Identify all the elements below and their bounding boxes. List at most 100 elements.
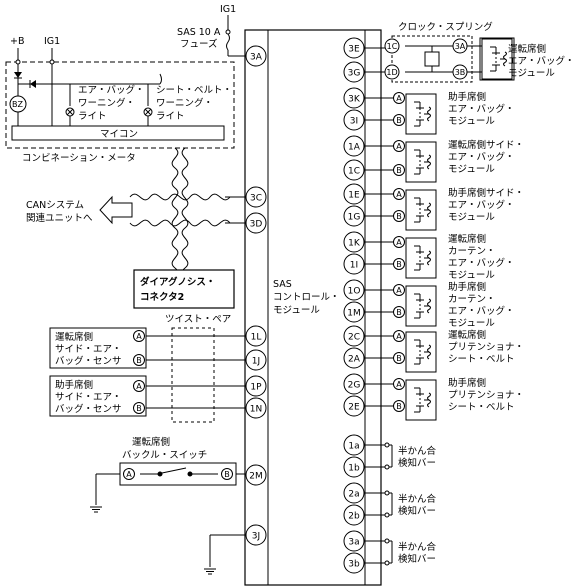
- squib-module-icon: [405, 237, 437, 279]
- clock-spring-label: クロック・スプリング: [398, 21, 493, 33]
- half-latch-label-1-0: 半かん合: [398, 493, 437, 505]
- pin-2C: [343, 325, 365, 347]
- module-conn-b-label: B: [396, 308, 402, 317]
- module-label-1-1: エア・バッグ・: [448, 103, 515, 115]
- pin-label-1A: 1A: [348, 143, 361, 153]
- pin-label-1N: 1N: [250, 405, 262, 415]
- ig1-top-label: IG1: [220, 4, 236, 15]
- module-label-6-1: プリテンショナ・: [448, 342, 524, 353]
- module-label-6-2: シート・ベルト: [448, 354, 515, 365]
- diag-connector-box: [133, 269, 235, 309]
- pin-1E: [343, 183, 365, 205]
- microcomputer-box: [11, 125, 225, 141]
- module-label-2-2: モジュール: [448, 164, 495, 175]
- pin-2E: [343, 395, 365, 417]
- module-conn-a-label: A: [396, 238, 402, 247]
- pin-label-1L: 1L: [251, 333, 262, 343]
- clock-pin-label-3A: 3A: [455, 42, 466, 51]
- can-label-2: 関連ユニットへ: [26, 212, 93, 224]
- module-label-6-0: 運転席側: [448, 329, 486, 341]
- module-label-2-1: エア・バッグ・: [448, 151, 515, 163]
- sensor-conn-b-label: B: [136, 356, 142, 365]
- squib-module-icon: [405, 285, 437, 327]
- combination-meter-label: コンビネーション・メータ: [22, 153, 136, 164]
- pin-3C: [245, 186, 267, 208]
- pin-1N: [245, 397, 267, 419]
- sas-title-3: モジュール: [273, 305, 320, 316]
- pin-3E: [343, 37, 365, 59]
- module-label-7-1: プリテンショナ・: [448, 390, 524, 401]
- module-conn-b: [393, 352, 405, 364]
- module-conn-b: [393, 210, 405, 222]
- squib-module-icon: [405, 93, 437, 135]
- pin-1M: [343, 301, 365, 323]
- svg-text:バッグ・センサ: バッグ・センサ: [55, 403, 122, 415]
- buckle-conn-a-label: A: [126, 470, 132, 479]
- twist-pair-label: ツイスト・ペア: [165, 314, 231, 325]
- module-conn-a-label: A: [396, 142, 402, 151]
- fuse-label-2: フューズ: [180, 38, 218, 50]
- sas-title-2: コントロール・: [273, 292, 340, 303]
- sensor-conn-a: [133, 330, 145, 342]
- pin-label-3A: 3A: [250, 53, 263, 63]
- module-conn-a: [393, 378, 405, 390]
- clock-pin-1C: [384, 38, 400, 54]
- svg-text:サイド・エア・: サイド・エア・: [55, 344, 122, 355]
- clock-spring-box: [391, 35, 473, 83]
- fuse-label-1: SAS 10 A: [177, 27, 221, 38]
- module-label-0-0: 運転席側: [508, 43, 546, 55]
- can-label-1: CANシステム: [26, 200, 84, 211]
- sensor-conn-b: [133, 402, 145, 414]
- pin-1b: [343, 456, 365, 478]
- pin-label-1P: 1P: [250, 383, 262, 393]
- airbag-warning-line2: ワーニング・: [78, 97, 135, 109]
- module-conn-a: [393, 236, 405, 248]
- pin-label-2a: 2a: [348, 490, 359, 500]
- pin-label-1E: 1E: [348, 191, 360, 201]
- module-conn-a: [393, 92, 405, 104]
- pin-3b: [343, 552, 365, 574]
- module-label-7-2: シート・ベルト: [448, 402, 515, 413]
- sensor-conn-b-label: B: [136, 404, 142, 413]
- microcomputer-label: マイコン: [100, 129, 138, 140]
- pin-label-3I: 3I: [350, 117, 358, 127]
- pin-1K: [343, 231, 365, 253]
- module-label-1-2: モジュール: [448, 116, 495, 127]
- module-conn-b: [393, 400, 405, 412]
- pin-label-1a: 1a: [348, 442, 359, 452]
- pin-label-2b: 2b: [348, 512, 360, 522]
- pin-label-3D: 3D: [250, 220, 263, 230]
- module-conn-b: [393, 114, 405, 126]
- seatbelt-warning-line2: ワーニング・: [156, 97, 213, 109]
- squib-module-icon: [405, 379, 437, 421]
- half-latch-label-0-1: 検知バー: [398, 457, 436, 469]
- clock-pin-label-3B: 3B: [455, 68, 466, 77]
- squib-module-icon: [405, 189, 437, 231]
- module-label-3-2: モジュール: [448, 212, 495, 223]
- pin-3J: [245, 524, 267, 546]
- module-label-5-3: モジュール: [448, 318, 495, 329]
- module-conn-b-label: B: [396, 212, 402, 221]
- buckle-conn-b-label: B: [224, 470, 230, 479]
- module-conn-a-label: A: [396, 94, 402, 103]
- pin-2b: [343, 504, 365, 526]
- pin-label-2E: 2E: [348, 403, 360, 413]
- airbag-warning-line3: ライト: [78, 111, 107, 122]
- pin-1C: [343, 159, 365, 181]
- module-label-4-0: 運転席側: [448, 233, 486, 245]
- pin-label-3G: 3G: [348, 69, 361, 79]
- half-latch-label-0-0: 半かん合: [398, 445, 437, 457]
- pin-1O: [343, 279, 365, 301]
- pin-3D: [245, 212, 267, 234]
- module-label-5-1: カーテン・: [448, 294, 496, 305]
- seatbelt-warning-line3: ライト: [156, 111, 185, 122]
- pin-label-2M: 2M: [249, 472, 263, 482]
- module-conn-b-label: B: [396, 354, 402, 363]
- buckle-label-1: 運転席側: [132, 436, 170, 448]
- module-conn-a-label: A: [396, 332, 402, 341]
- module-label-4-1: カーテン・: [448, 246, 496, 257]
- buckle-conn-b: [221, 468, 233, 480]
- module-label-0-1: エア・バッグ・: [508, 55, 575, 67]
- diag-connector-label-1: ダイアグノシス・: [140, 276, 215, 288]
- sensor-conn-a: [133, 380, 145, 392]
